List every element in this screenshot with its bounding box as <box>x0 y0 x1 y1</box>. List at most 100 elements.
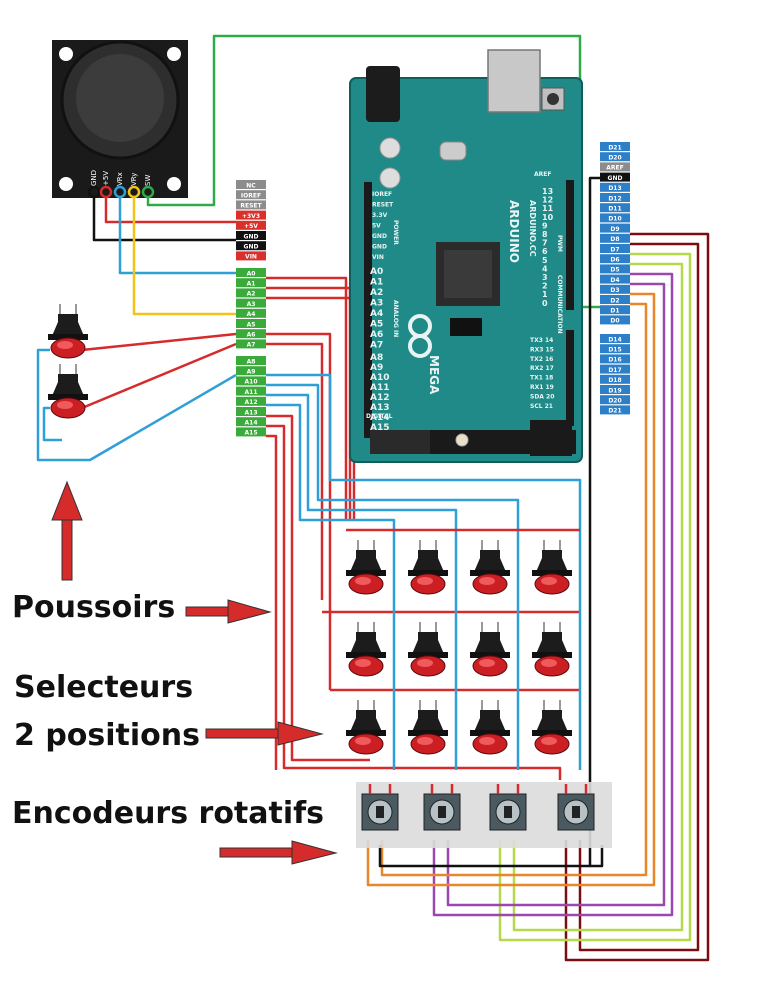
pin-label: A10 <box>245 379 258 386</box>
wire <box>564 232 710 962</box>
pin-gnd <box>236 231 266 240</box>
pin-gnd <box>600 172 630 182</box>
board-pin-label: RX3 15 <box>530 346 554 353</box>
board-digital: DIGITAL <box>366 413 393 420</box>
wire <box>36 348 237 462</box>
pin-d20 <box>600 152 630 162</box>
pin-d18 <box>600 374 630 384</box>
joystick-pin-label: +5V <box>102 171 110 186</box>
pin-label: A1 <box>247 281 256 288</box>
pin-a12 <box>236 396 266 406</box>
rotary-encoder <box>423 784 461 831</box>
board-pin-label: SCL 21 <box>530 403 553 410</box>
right-arrow-icon <box>219 840 338 865</box>
pin-label: D3 <box>610 287 619 294</box>
pin-label: D13 <box>608 185 621 192</box>
board-pin-label: 12 <box>542 196 553 205</box>
board-pin-label: A14 <box>370 413 390 423</box>
pin-a8 <box>236 356 266 365</box>
right-arrow-icon <box>205 721 324 746</box>
pin-a3 <box>236 298 266 308</box>
wire <box>266 276 348 520</box>
board-pin-label: 8 <box>542 230 548 239</box>
pin-label: NC <box>246 182 256 189</box>
wire <box>81 332 237 352</box>
wire <box>266 403 396 560</box>
pin-d3 <box>600 284 630 294</box>
pin-label: A6 <box>247 332 256 339</box>
pin-d21 <box>600 142 630 151</box>
pin-label: D1 <box>610 308 619 315</box>
wire <box>42 406 62 442</box>
pin-label: AREF <box>606 165 623 172</box>
arrows <box>51 480 338 865</box>
board-pin-label: A11 <box>370 383 390 393</box>
board-pin-label: IOREF <box>372 191 392 198</box>
wire <box>432 272 674 917</box>
board-power: POWER <box>392 220 399 245</box>
pin-d0 <box>600 315 630 325</box>
wire <box>266 414 370 762</box>
wire <box>92 196 236 242</box>
board-pin-label: A5 <box>370 320 383 330</box>
wire <box>266 332 332 690</box>
board-pin-label: A8 <box>370 353 383 363</box>
pin-d21 <box>600 405 630 415</box>
pin-label: A4 <box>247 311 256 318</box>
pin-label: RESET <box>240 203 262 210</box>
pushbutton <box>532 622 572 677</box>
pin-label: D20 <box>608 155 621 162</box>
rotary-encoder <box>361 784 399 831</box>
pin-label: D19 <box>608 387 621 394</box>
wire <box>512 262 684 932</box>
pin-d13 <box>600 182 630 192</box>
pin-reset <box>236 200 266 210</box>
pin-label: D8 <box>610 236 619 243</box>
pin-label: D16 <box>608 357 621 364</box>
pin-label: A7 <box>247 342 256 349</box>
board-pin-label: RESET <box>372 202 394 209</box>
pin-a13 <box>236 407 266 416</box>
board-pin-label: SDA 20 <box>530 393 554 400</box>
arduino-logo-icon <box>408 314 432 358</box>
pin-label: A0 <box>247 270 256 277</box>
board-site: ARDUINO.CC <box>528 200 537 257</box>
board-pin-label: 5V <box>372 223 381 230</box>
pin-label: D21 <box>608 408 621 415</box>
board-pin-label: A15 <box>370 423 390 433</box>
label-pushbuttons: Poussoirs <box>12 590 176 625</box>
board-pin-label: 10 <box>542 213 554 222</box>
pin-label: A5 <box>247 321 256 328</box>
pin-label: GND <box>244 244 259 251</box>
pin-a9 <box>236 366 266 376</box>
pushbutton <box>532 700 572 755</box>
pin-label: GND <box>608 175 623 182</box>
pin-d2 <box>600 295 630 304</box>
board-pin-label: A12 <box>370 393 390 403</box>
pin-a6 <box>236 329 266 339</box>
pin-d10 <box>600 213 630 223</box>
pin-ioref <box>236 190 266 200</box>
pin-label: A15 <box>245 430 258 437</box>
pin-d11 <box>600 203 630 213</box>
pin-aref <box>600 162 630 172</box>
pushbutton <box>408 622 448 677</box>
pin-d20 <box>600 395 630 405</box>
pushbutton <box>470 622 510 677</box>
pushbutton <box>346 700 386 755</box>
pin-d12 <box>600 193 630 202</box>
arduino-mega-board: IOREFRESET3.3V5VGNDGNDVINA0A1A2A3A4A5A6A… <box>349 49 583 463</box>
rotary-encoder <box>489 784 527 831</box>
board-pin-label: 5 <box>542 256 548 265</box>
pin-gnd <box>236 241 266 251</box>
pin-label: D7 <box>610 246 619 253</box>
pin-d17 <box>600 364 630 374</box>
pin-label: A14 <box>245 420 258 427</box>
board-pin-label: A6 <box>370 330 383 340</box>
board-pin-label: RX2 17 <box>530 365 554 372</box>
